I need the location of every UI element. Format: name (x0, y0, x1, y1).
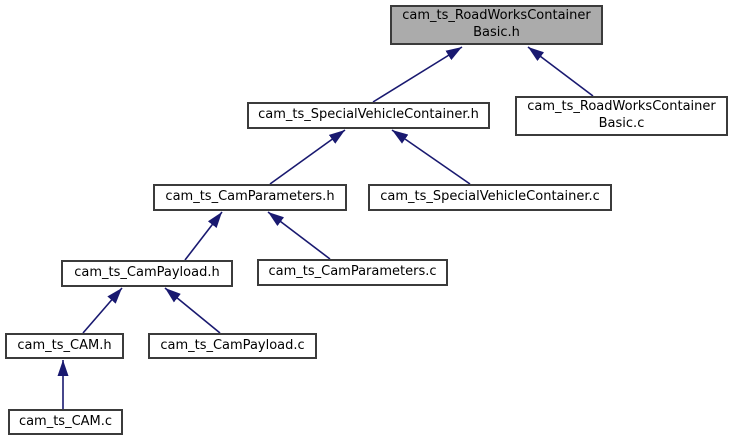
node-label: cam_ts_CAM.h (17, 337, 112, 353)
node-cam_ts_CamParameters-h[interactable]: cam_ts_CamParameters.h (153, 184, 347, 211)
edge-rwcb_c-to-rwcb_h (527, 46, 594, 97)
node-cam_ts_RoadWorksContainerBasic-h: cam_ts_RoadWorksContainer Basic.h (390, 5, 603, 45)
node-cam_ts_CAM-c[interactable]: cam_ts_CAM.c (8, 409, 123, 435)
node-cam_ts_CamPayload-c[interactable]: cam_ts_CamPayload.c (148, 333, 317, 359)
node-cam_ts_CAM-h[interactable]: cam_ts_CAM.h (5, 333, 124, 359)
edge-campayload_h-to-camparameters_h (184, 211, 223, 261)
node-label: cam_ts_CamParameters.h (165, 189, 335, 205)
edge-campayload_c-to-campayload_h (164, 287, 221, 334)
node-label: cam_ts_CamPayload.h (74, 265, 220, 281)
node-label-line: Basic.c (598, 116, 645, 131)
node-label: cam_ts_SpecialVehicleContainer.c (380, 189, 600, 205)
node-label: cam_ts_SpecialVehicleContainer.h (258, 107, 479, 123)
node-cam_ts_SpecialVehicleContainer-c[interactable]: cam_ts_SpecialVehicleContainer.c (368, 184, 612, 211)
edge-svc_c-to-svc_h (391, 129, 471, 185)
node-label: cam_ts_CamPayload.c (160, 337, 305, 353)
node-cam_ts_CamParameters-c[interactable]: cam_ts_CamParameters.c (257, 259, 448, 286)
node-label-line: Basic.h (473, 25, 520, 40)
edge-cam_h-to-campayload_h (82, 287, 123, 334)
node-label: cam_ts_CAM.c (18, 413, 113, 429)
node-cam_ts_SpecialVehicleContainer-h[interactable]: cam_ts_SpecialVehicleContainer.h (247, 102, 490, 129)
node-cam_ts_CamPayload-h[interactable]: cam_ts_CamPayload.h (61, 260, 233, 287)
edge-camparameters_c-to-camparameters_h (267, 211, 331, 260)
node-label: cam_ts_CamParameters.c (268, 264, 437, 280)
node-label-line: cam_ts_RoadWorksContainer (527, 99, 716, 115)
edge-camparameters_h-to-svc_h (269, 129, 346, 185)
node-label-line: cam_ts_RoadWorksContainer (402, 8, 591, 24)
edge-svc_h-to-rwcb_h (372, 46, 463, 103)
node-cam_ts_RoadWorksContainerBasic-c[interactable]: cam_ts_RoadWorksContainer Basic.c (515, 96, 728, 136)
